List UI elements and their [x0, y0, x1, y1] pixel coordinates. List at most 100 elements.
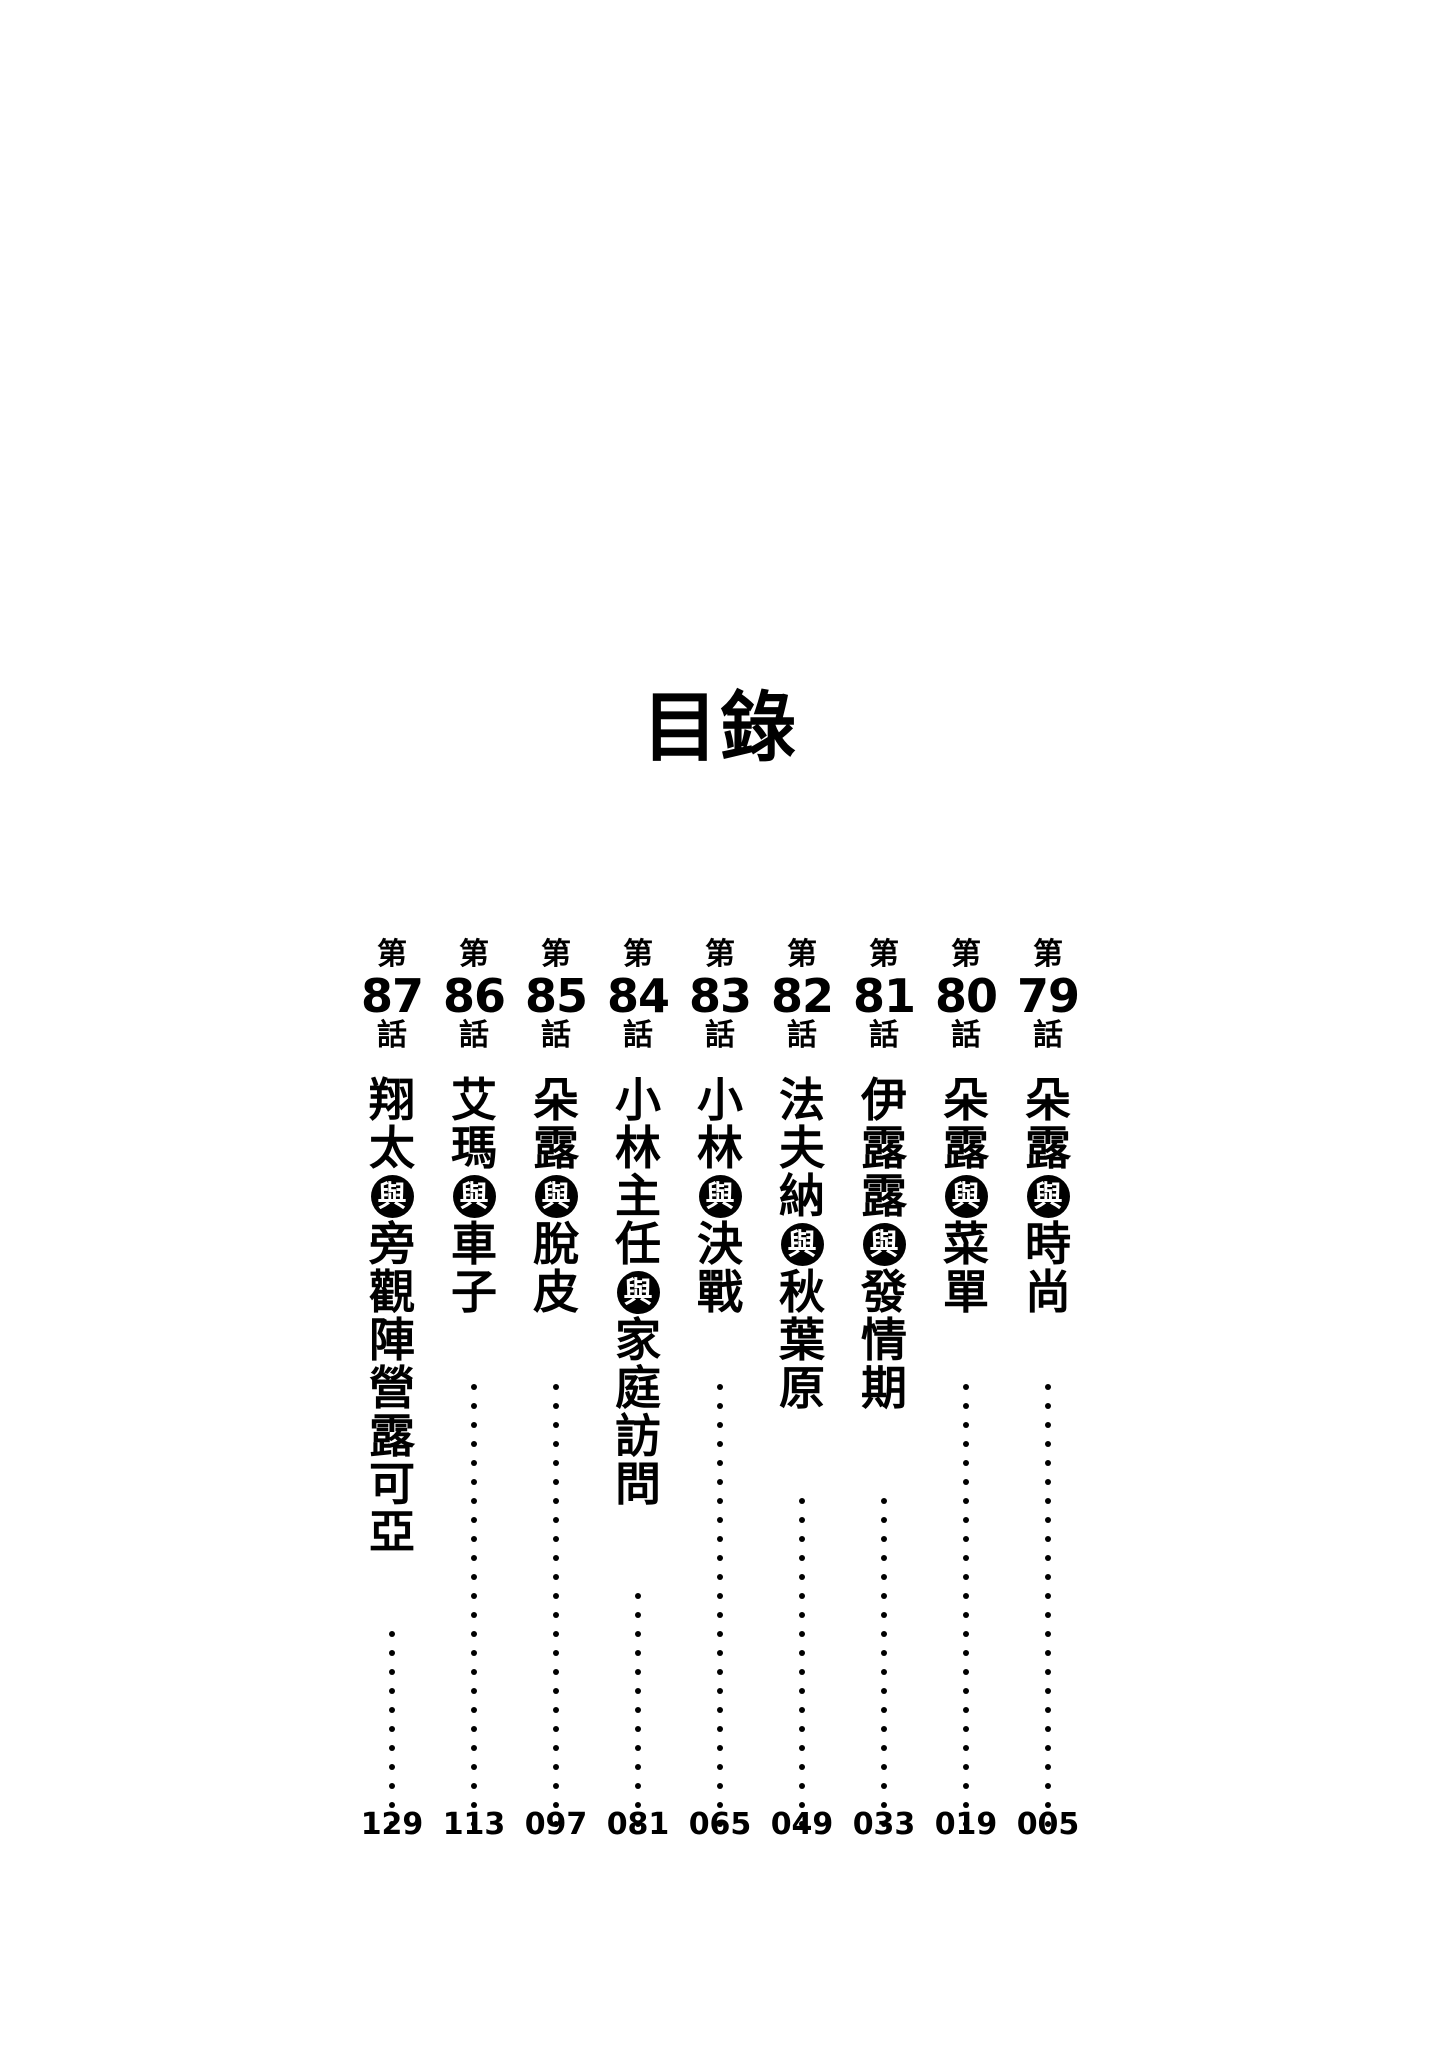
- title-glyph: 子: [451, 1265, 497, 1320]
- leader-dot: [1045, 1669, 1051, 1675]
- entry-title: 伊露露與發情期: [861, 1077, 907, 1413]
- leader-dot: [963, 1422, 969, 1428]
- leader-dot: [553, 1517, 559, 1523]
- leader-dot: [717, 1384, 723, 1390]
- leader-dot: [553, 1479, 559, 1485]
- page-number[interactable]: 033: [852, 1807, 916, 1842]
- leader-dot: [963, 1460, 969, 1466]
- leader-dot: [717, 1821, 723, 1827]
- leader-dot: [799, 1821, 805, 1827]
- leader-dot: [717, 1403, 723, 1409]
- page-number[interactable]: 129: [360, 1807, 424, 1842]
- title-glyph: 原: [779, 1361, 825, 1416]
- page-number[interactable]: 005: [1016, 1807, 1080, 1842]
- leader-dot: [881, 1536, 887, 1542]
- leader-dot: [389, 1745, 395, 1751]
- leader-dot: [389, 1631, 395, 1637]
- leader-dot: [717, 1498, 723, 1504]
- leader-dot: [963, 1593, 969, 1599]
- leader-dot: [471, 1422, 477, 1428]
- title-glyph: 瑪: [451, 1121, 497, 1176]
- leader-dot: [1045, 1783, 1051, 1789]
- leader-dot: [553, 1384, 559, 1390]
- leader-dot: [553, 1783, 559, 1789]
- leader-dot: [799, 1707, 805, 1713]
- title-glyph: 太: [369, 1121, 415, 1176]
- leader-dot: [717, 1612, 723, 1618]
- leader-dot: [553, 1460, 559, 1466]
- leader-dot: [799, 1745, 805, 1751]
- leader-dot: [471, 1726, 477, 1732]
- leader-dot: [471, 1384, 477, 1390]
- title-glyph: 露: [1025, 1121, 1071, 1176]
- leader-dot: [471, 1821, 477, 1827]
- leader-dot: [553, 1764, 559, 1770]
- leader-dot: [471, 1536, 477, 1542]
- leader-dot: [799, 1555, 805, 1561]
- entry-title: 艾瑪與車子: [451, 1077, 497, 1317]
- connector-glyph: 與: [452, 1175, 496, 1219]
- leader-dot: [717, 1593, 723, 1599]
- leader-dot: [799, 1726, 805, 1732]
- page-number[interactable]: 081: [606, 1807, 670, 1842]
- title-glyph: 營: [369, 1361, 415, 1416]
- title-glyph: 觀: [369, 1265, 415, 1320]
- title-glyph: 主: [615, 1169, 661, 1224]
- leader-dot: [963, 1441, 969, 1447]
- leader-dot: [635, 1688, 641, 1694]
- entry-title: 小林與決戰: [697, 1077, 743, 1317]
- leader-dot: [471, 1669, 477, 1675]
- page-number[interactable]: 049: [770, 1807, 834, 1842]
- leader-dot: [881, 1707, 887, 1713]
- chapter-suffix-glyph: 話: [704, 1017, 735, 1053]
- leader-dot: [717, 1441, 723, 1447]
- leader-dot: [799, 1536, 805, 1542]
- leader-dot: [1045, 1498, 1051, 1504]
- leader-dot: [471, 1783, 477, 1789]
- connector-glyph: 與: [534, 1175, 578, 1219]
- title-glyph: 發: [861, 1265, 907, 1320]
- leader-dot: [635, 1593, 641, 1599]
- leader-dot: [963, 1498, 969, 1504]
- title-glyph: 家: [615, 1313, 661, 1368]
- title-glyph: 情: [861, 1313, 907, 1368]
- leader-dot: [717, 1536, 723, 1542]
- leader-dot: [717, 1726, 723, 1732]
- leader-dot: [963, 1536, 969, 1542]
- title-glyph: 可: [369, 1457, 415, 1512]
- leader-dot: [717, 1669, 723, 1675]
- leader-dot: [635, 1745, 641, 1751]
- page-number[interactable]: 113: [442, 1807, 506, 1842]
- page-number[interactable]: 097: [524, 1807, 588, 1842]
- title-glyph: 任: [615, 1217, 661, 1272]
- connector-glyph: 與: [944, 1175, 988, 1219]
- page-number[interactable]: 019: [934, 1807, 998, 1842]
- chapter-suffix-glyph: 話: [1032, 1017, 1063, 1053]
- leader-dots: [433, 1317, 515, 1840]
- leader-dot: [389, 1726, 395, 1732]
- leader-dot: [471, 1802, 477, 1808]
- leader-dot: [389, 1764, 395, 1770]
- title-glyph: 納: [779, 1169, 825, 1224]
- leader-dot: [963, 1574, 969, 1580]
- page-title: 目錄: [642, 683, 798, 772]
- page-number[interactable]: 065: [688, 1807, 752, 1842]
- leader-dot: [963, 1631, 969, 1637]
- title-glyph: 決: [697, 1217, 743, 1272]
- title-glyph: 菜: [943, 1217, 989, 1272]
- title-glyph: 翔: [369, 1073, 415, 1128]
- leader-dot: [963, 1479, 969, 1485]
- chapter-suffix-glyph: 話: [458, 1017, 489, 1053]
- leader-dot: [963, 1612, 969, 1618]
- title-glyph: 朵: [533, 1073, 579, 1128]
